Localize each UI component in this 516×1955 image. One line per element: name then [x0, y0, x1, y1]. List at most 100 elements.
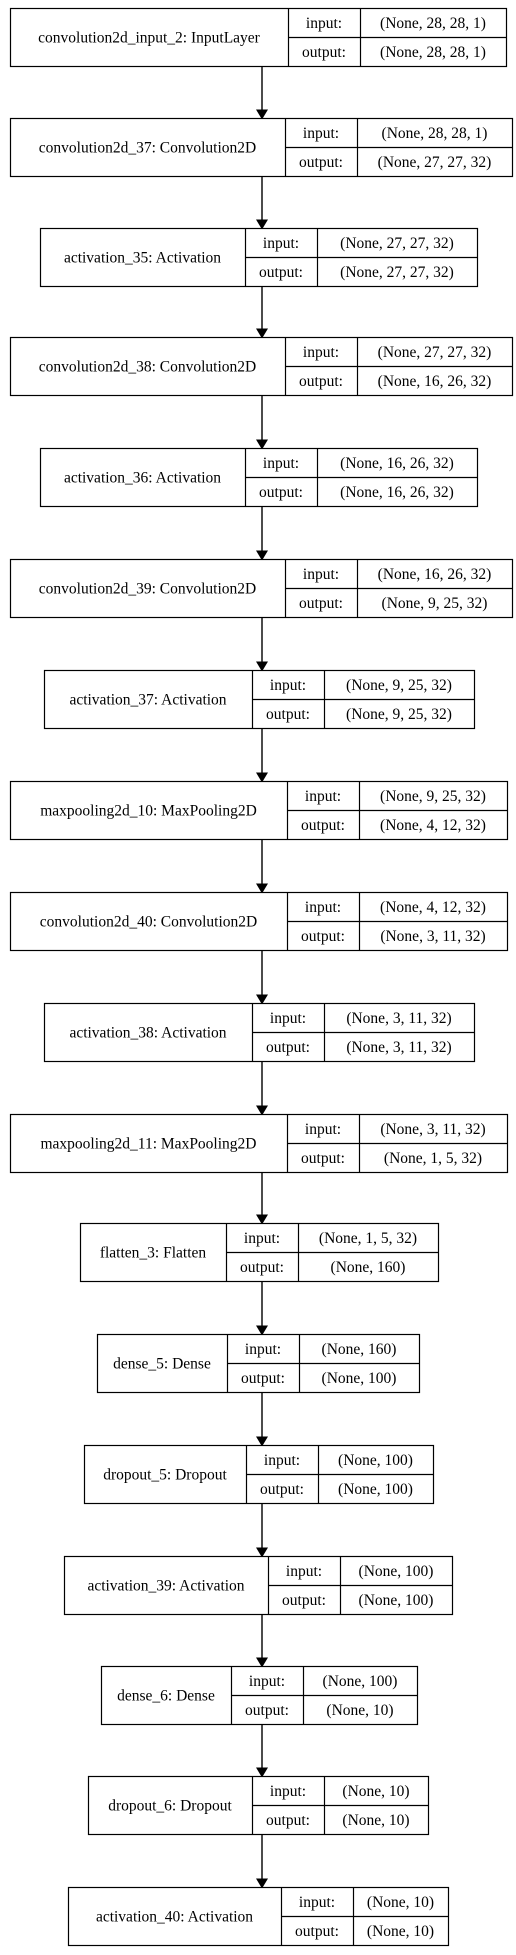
- input-port-label: input:: [305, 1121, 341, 1138]
- layer-name: convolution2d_38: Convolution2D: [39, 359, 256, 376]
- output-port-label: output:: [302, 44, 346, 61]
- output-port-label: output:: [301, 817, 345, 834]
- layer-name: activation_38: Activation: [69, 1025, 226, 1042]
- layer-node: dropout_5: Dropout input: output: (None, 10…: [83, 1444, 435, 1505]
- layer-name: dropout_6: Dropout: [108, 1798, 232, 1815]
- output-shape: (None, 3, 11, 32): [380, 928, 485, 945]
- layer-name: activation_40: Activation: [96, 1909, 253, 1926]
- layer-node: activation_35: Activation input: output: (N…: [39, 227, 479, 288]
- output-shape: (None, 10): [367, 1923, 434, 1940]
- input-shape: (None, 9, 25, 32): [346, 677, 452, 694]
- input-port-label: input:: [263, 235, 299, 252]
- output-port-label: output:: [282, 1592, 326, 1609]
- output-shape: (None, 3, 11, 32): [346, 1039, 451, 1056]
- layer-node: dense_5: Dense input: output: (None, 160) (N…: [96, 1333, 421, 1394]
- layer-name: dropout_5: Dropout: [103, 1467, 227, 1484]
- input-shape: (None, 3, 11, 32): [346, 1010, 451, 1027]
- output-port-label: output:: [266, 1812, 310, 1829]
- layer-name: activation_37: Activation: [69, 692, 226, 709]
- output-port-label: output:: [295, 1923, 339, 1940]
- layer-node: convolution2d_39: Convolution2Dinput:out…: [9, 558, 514, 619]
- input-port-label: input:: [306, 15, 342, 32]
- input-port-label: input:: [263, 455, 299, 472]
- input-shape: (None, 27, 27, 32): [378, 344, 492, 361]
- layer-name: activation_35: Activation: [64, 250, 221, 267]
- output-shape: (None, 1, 5, 32): [384, 1150, 482, 1167]
- layer-name: convolution2d_37: Convolution2D: [39, 140, 256, 157]
- input-shape: (None, 28, 28, 1): [380, 15, 486, 32]
- output-port-label: output:: [241, 1370, 285, 1387]
- layer-node: activation_40: Activation input: output: (N…: [67, 1886, 450, 1947]
- output-port-label: output:: [266, 706, 310, 723]
- layer-name: convolution2d_39: Convolution2D: [39, 581, 256, 598]
- input-port-label: input:: [244, 1230, 280, 1247]
- output-shape: (None, 100): [338, 1481, 413, 1498]
- layer-name: convolution2d_40: Convolution2D: [40, 914, 257, 931]
- layer-node: convolution2d_40: Convolution2Dinput:out…: [9, 891, 509, 952]
- input-shape: (None, 16, 26, 32): [378, 566, 492, 583]
- layer-node: activation_39: Activation input: output: (N…: [63, 1555, 454, 1616]
- output-shape: (None, 27, 27, 32): [378, 154, 492, 171]
- layer-node: activation_36: Activation input: output: (N…: [39, 447, 479, 508]
- layer-name: maxpooling2d_11: MaxPooling2D: [41, 1136, 257, 1153]
- input-port-label: input:: [270, 677, 306, 694]
- output-shape: (None, 10): [326, 1702, 393, 1719]
- layer-name: maxpooling2d_10: MaxPooling2D: [40, 803, 257, 820]
- layer-name: activation_39: Activation: [87, 1578, 244, 1595]
- input-port-label: input:: [303, 125, 339, 142]
- input-shape: (None, 100): [323, 1673, 398, 1690]
- nodes-group: convolution2d_input_2: InputLayer input: o…: [9, 7, 514, 1947]
- input-port-label: input:: [270, 1783, 306, 1800]
- output-shape: (None, 9, 25, 32): [382, 595, 488, 612]
- layer-name: convolution2d_input_2: InputLayer: [38, 30, 261, 47]
- input-shape: (None, 27, 27, 32): [340, 235, 454, 252]
- input-port-label: input:: [286, 1563, 322, 1580]
- input-port-label: input:: [270, 1010, 306, 1027]
- input-shape: (None, 4, 12, 32): [380, 899, 486, 916]
- input-shape: (None, 28, 28, 1): [382, 125, 488, 142]
- layer-node: convolution2d_37: Convolution2D input: out…: [9, 117, 514, 178]
- input-shape: (None, 100): [359, 1563, 434, 1580]
- layer-node: convolution2d_38: Convolution2Dinput:out…: [9, 336, 514, 397]
- output-shape: (None, 27, 27, 32): [340, 264, 454, 281]
- input-port-label: input:: [305, 788, 341, 805]
- layer-name: activation_36: Activation: [64, 470, 221, 487]
- input-shape: (None, 100): [338, 1452, 413, 1469]
- output-shape: (None, 16, 26, 32): [378, 373, 492, 390]
- output-shape: (None, 100): [359, 1592, 434, 1609]
- input-shape: (None, 9, 25, 32): [380, 788, 486, 805]
- input-shape: (None, 16, 26, 32): [340, 455, 454, 472]
- layer-node: maxpooling2d_10: MaxPooling2D input: outpu…: [9, 780, 509, 841]
- layer-node: dropout_6: Dropout input: output: (None, 10…: [87, 1775, 430, 1836]
- output-shape: (None, 16, 26, 32): [340, 484, 454, 501]
- input-shape: (None, 1, 5, 32): [319, 1230, 417, 1247]
- output-port-label: output:: [259, 484, 303, 501]
- output-port-label: output:: [301, 1150, 345, 1167]
- output-port-label: output:: [259, 264, 303, 281]
- output-port-label: output:: [260, 1481, 304, 1498]
- input-port-label: input:: [245, 1341, 281, 1358]
- output-shape: (None, 4, 12, 32): [380, 817, 486, 834]
- output-shape: (None, 9, 25, 32): [346, 706, 452, 723]
- layer-node: activation_38: Activation input: output: (N…: [43, 1002, 476, 1063]
- output-shape: (None, 10): [342, 1812, 409, 1829]
- layer-name: dense_5: Dense: [113, 1356, 211, 1373]
- input-shape: (None, 10): [342, 1783, 409, 1800]
- output-port-label: output:: [266, 1039, 310, 1056]
- input-port-label: input:: [299, 1894, 335, 1911]
- output-shape: (None, 28, 28, 1): [380, 44, 486, 61]
- layer-box: [67, 1886, 450, 1947]
- layer-node: convolution2d_input_2: InputLayer input: o…: [9, 7, 508, 68]
- input-shape: (None, 10): [367, 1894, 434, 1911]
- input-port-label: input:: [264, 1452, 300, 1469]
- output-shape: (None, 100): [322, 1370, 397, 1387]
- layer-node: maxpooling2d_11: MaxPooling2D input: outpu…: [9, 1113, 509, 1174]
- input-shape: (None, 160): [322, 1341, 397, 1358]
- output-port-label: output:: [299, 595, 343, 612]
- output-port-label: output:: [299, 154, 343, 171]
- output-port-label: output:: [240, 1259, 284, 1276]
- output-shape: (None, 160): [331, 1259, 406, 1276]
